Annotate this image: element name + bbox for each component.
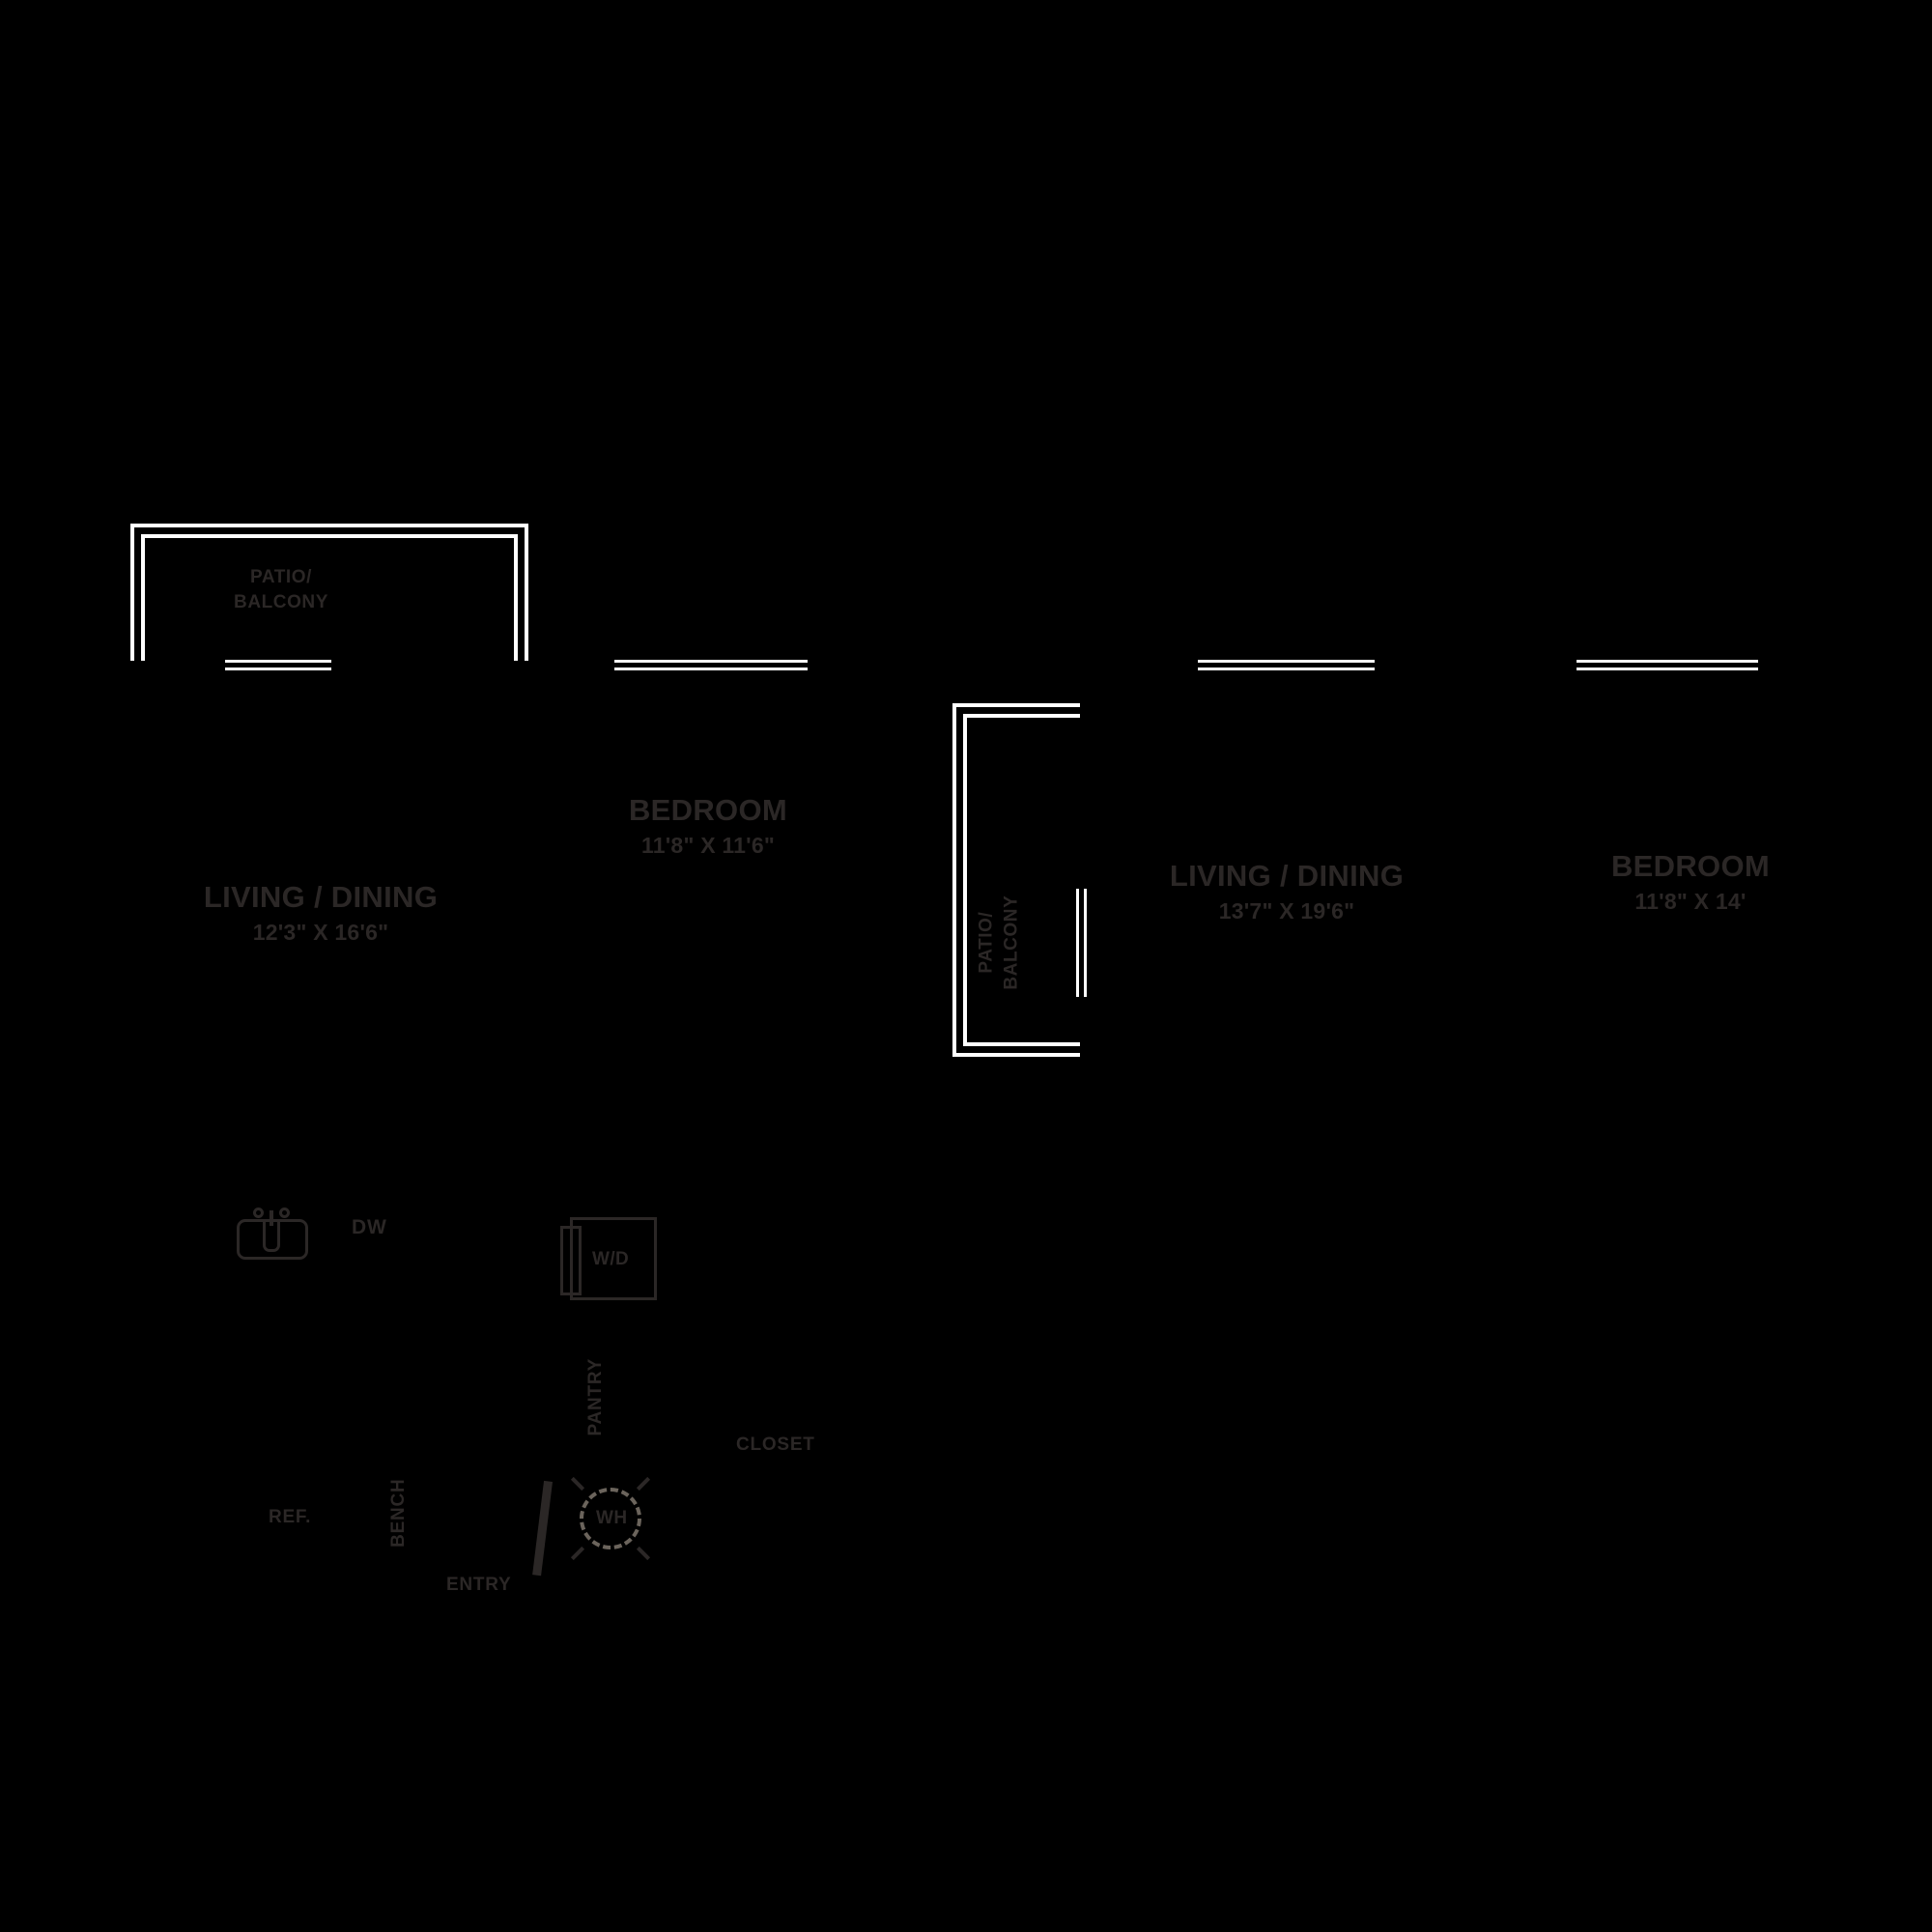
patio-center-line2: BALCONY (1001, 895, 1021, 990)
water-heater-corner-tr-icon (636, 1476, 651, 1492)
washer-dryer-icon (570, 1217, 657, 1300)
patio-center-wall-north-inner (963, 714, 1080, 718)
closet-label: CLOSET (736, 1435, 815, 1455)
patio-center-wall-west-inner (963, 714, 967, 1046)
room-label-living-dining-right: LIVING / DINING 13'7" X 19'6" (1094, 859, 1480, 926)
window-living-left (225, 660, 331, 670)
living-right-dimensions: 13'7" X 19'6" (1218, 897, 1355, 923)
patio-center-line1: PATIO/ (976, 911, 997, 974)
pantry-label: PANTRY (584, 1357, 606, 1436)
bedroom-left-dimensions: 11'8" X 11'6" (640, 832, 776, 858)
patio-left-wall-east-inner (514, 534, 518, 661)
water-heater-corner-tl-icon (570, 1476, 585, 1492)
patio-balcony-left-label: PATIO/ BALCONY (169, 565, 393, 614)
faucet-knob-left-icon (253, 1208, 264, 1218)
water-heater-corner-br-icon (636, 1546, 651, 1561)
patio-left-line2: BALCONY (234, 591, 328, 612)
water-heater-corner-bl-icon (570, 1546, 585, 1561)
window-bedroom-left (614, 660, 808, 670)
living-left-name: LIVING / DINING (203, 880, 439, 914)
patio-center-wall-west (952, 703, 956, 1057)
room-label-living-dining-left: LIVING / DINING 12'3" X 16'6" (128, 880, 514, 948)
patio-left-wall-east (525, 524, 528, 661)
refrigerator-label: REF. (269, 1507, 312, 1527)
entry-door-leaf-icon (532, 1480, 553, 1577)
patio-center-wall-north (952, 703, 1080, 707)
dishwasher-label: DW (352, 1216, 387, 1238)
window-bedroom-right (1577, 660, 1758, 670)
window-living-right (1198, 660, 1375, 670)
washer-dryer-label: W/D (592, 1249, 630, 1269)
living-right-name: LIVING / DINING (1169, 859, 1405, 893)
patio-balcony-center-label: PATIO/ BALCONY (974, 866, 1023, 1020)
faucet-spout-icon (263, 1219, 280, 1252)
faucet-stem-icon (270, 1210, 273, 1226)
bedroom-right-dimensions: 11'8" X 14' (1634, 888, 1747, 914)
bench-label: BENCH (387, 1478, 409, 1548)
patio-left-wall-west-inner (141, 534, 145, 661)
patio-left-line1: PATIO/ (250, 567, 312, 587)
patio-center-wall-south (952, 1053, 1080, 1057)
entry-label: ENTRY (446, 1575, 512, 1595)
window-patio-center (1076, 889, 1087, 997)
water-heater-label: WH (596, 1508, 628, 1528)
room-label-bedroom-right: BEDROOM 11'8" X 14' (1546, 849, 1835, 917)
patio-center-wall-south-inner (963, 1042, 1080, 1046)
room-label-bedroom-left: BEDROOM 11'8" X 11'6" (563, 793, 853, 861)
bedroom-left-name: BEDROOM (628, 793, 788, 827)
bedroom-right-name: BEDROOM (1610, 849, 1771, 883)
water-heater-icon (580, 1488, 641, 1549)
patio-left-wall-west (130, 524, 134, 661)
faucet-knob-right-icon (279, 1208, 290, 1218)
living-left-dimensions: 12'3" X 16'6" (252, 919, 389, 945)
patio-left-wall-north-inner (141, 534, 518, 538)
patio-left-wall-north (130, 524, 528, 527)
